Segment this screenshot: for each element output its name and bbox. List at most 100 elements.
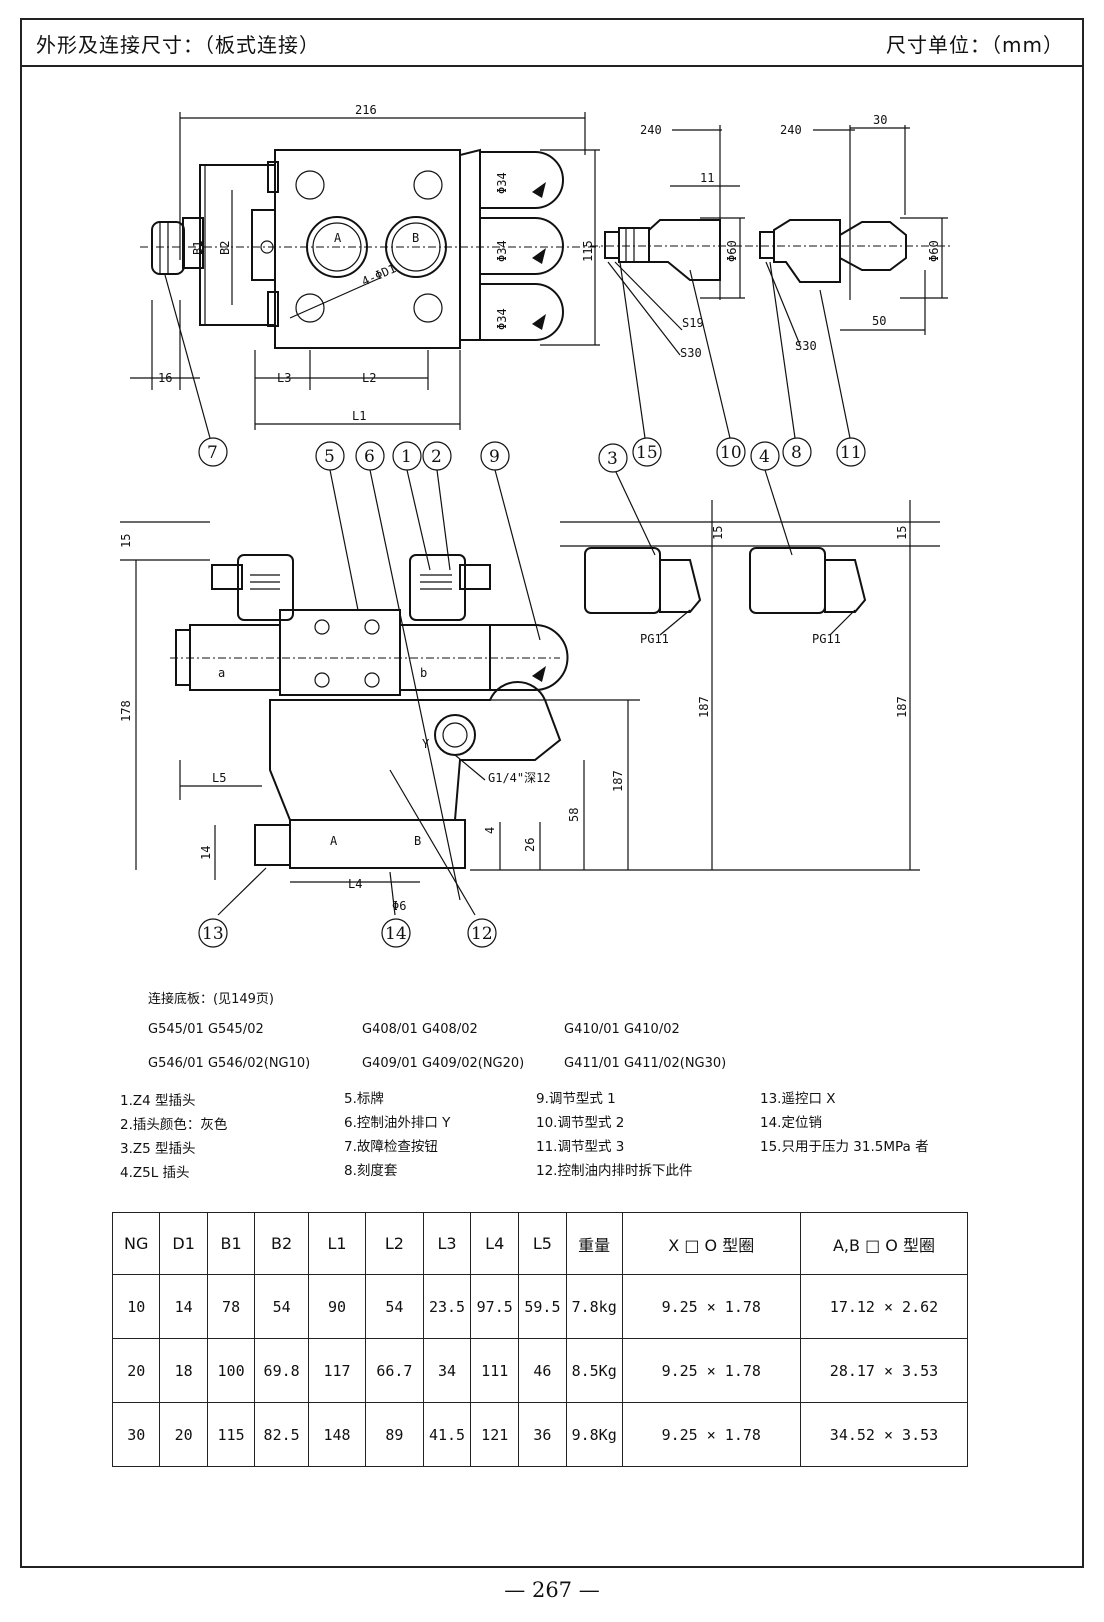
table-cell: 100 — [206, 1338, 256, 1403]
port-a-label: A — [334, 231, 342, 245]
dim-4: 4 — [483, 827, 497, 834]
dia34-3: Φ34 — [495, 308, 509, 330]
port-b-label: B — [412, 231, 419, 245]
dim-15b: 15 — [711, 526, 725, 540]
header-cell: L5 — [518, 1212, 567, 1275]
dim-50: 50 — [872, 314, 886, 328]
legend-item: 10.调节型式 2 — [536, 1115, 625, 1131]
legend-item: 9.调节型式 1 — [536, 1091, 616, 1107]
table-cell: 111 — [470, 1338, 520, 1403]
header-cell: NG — [111, 1212, 161, 1275]
balloon-5: 5 — [324, 447, 335, 467]
dia60b: Φ60 — [927, 240, 941, 262]
dim-16: 16 — [158, 371, 172, 385]
page-frame: 外形及连接尺寸：（板式连接） 尺寸单位：（mm） — [20, 18, 1084, 1568]
dim-15c: 15 — [895, 526, 909, 540]
dim-30: 30 — [873, 113, 887, 127]
dia34-1: Φ34 — [495, 172, 509, 194]
header-cell: D1 — [159, 1212, 208, 1275]
dia60a: Φ60 — [725, 240, 739, 262]
dim-240b: 240 — [780, 123, 802, 137]
table-header-row: NG D1 B1 B2 L1 L2 L3 L4 L5 重量 X □ O 型圈 A… — [111, 1212, 969, 1275]
dim-216: 216 — [355, 103, 377, 117]
dimension-table: NG D1 B1 B2 L1 L2 L3 L4 L5 重量 X □ O 型圈 A… — [111, 1212, 969, 1467]
dim-115: 115 — [581, 240, 595, 262]
dim-15a: 15 — [119, 534, 133, 548]
table-cell: 36 — [518, 1402, 567, 1467]
table-cell: 28.17 × 3.53 — [799, 1338, 969, 1403]
table-cell: 18 — [159, 1338, 208, 1403]
page-number: — 267 — — [504, 1578, 600, 1602]
subplate-r2c1: G546/01 G546/02(NG10) — [148, 1056, 311, 1071]
subplate-title: 连接底板：(见149页) — [148, 992, 274, 1007]
table-cell: 46 — [518, 1338, 567, 1403]
dim-l3: L3 — [277, 371, 291, 385]
balloon-7: 7 — [207, 443, 218, 463]
table-cell: 9.8Kg — [565, 1402, 623, 1467]
dim-240a: 240 — [640, 123, 662, 137]
table-row: 10 14 78 54 90 54 23.5 97.5 59.5 7.8kg 9… — [111, 1274, 969, 1339]
dim-187a: 187 — [611, 770, 625, 792]
unit-label: 尺寸单位：（mm） — [886, 33, 1064, 57]
adjust-views: 240 11 Φ60 S19 S30 240 30 Φ60 50 — [590, 113, 950, 439]
table-cell: 54 — [365, 1274, 424, 1339]
balloon-2: 2 — [431, 447, 442, 467]
table-row: 30 20 115 82.5 148 89 41.5 121 36 9.8Kg … — [111, 1402, 969, 1467]
legend-item: 5.标牌 — [344, 1091, 384, 1107]
dim-b2: B2 — [218, 241, 232, 255]
table-cell: 9.25 × 1.78 — [621, 1338, 801, 1403]
dim-l2: L2 — [362, 371, 376, 385]
balloon-12: 12 — [471, 924, 493, 944]
table-cell: 148 — [307, 1402, 367, 1467]
table-cell: 9.25 × 1.78 — [621, 1402, 801, 1467]
table-cell: 34.52 × 3.53 — [799, 1402, 969, 1467]
front-view: 15 178 a b Y G1/4"深12 — [119, 469, 940, 916]
legend-item: 7.故障检查按钮 — [344, 1139, 438, 1155]
balloon-1: 1 — [401, 447, 412, 467]
balloon-15: 15 — [636, 443, 658, 463]
balloon-11: 11 — [840, 443, 862, 463]
balloon-6: 6 — [364, 447, 375, 467]
table-cell: 82.5 — [254, 1402, 309, 1467]
balloon-4: 4 — [759, 447, 770, 467]
header-cell: L1 — [307, 1212, 367, 1275]
header-cell: B2 — [254, 1212, 309, 1275]
legend-item: 3.Z5 型插头 — [120, 1141, 196, 1157]
balloon-3: 3 — [607, 449, 618, 469]
legend-item: 12.控制油内排时拆下此件 — [536, 1163, 693, 1179]
balloon-10: 10 — [720, 443, 742, 463]
balloons: 7 15 10 8 11 5 6 1 2 9 3 4 13 14 12 — [198, 437, 866, 948]
sol-b: b — [420, 666, 427, 680]
dim-58: 58 — [567, 808, 581, 822]
table-cell: 59.5 — [518, 1274, 567, 1339]
table-cell: 90 — [307, 1274, 367, 1339]
dim-187c: 187 — [895, 696, 909, 718]
balloon-8: 8 — [791, 443, 802, 463]
dim-l4: L4 — [348, 877, 362, 891]
subplate-r1c3: G410/01 G410/02 — [564, 1022, 680, 1037]
legend-item: 4.Z5L 插头 — [120, 1165, 190, 1181]
pg11a: PG11 — [640, 632, 669, 646]
port-y: Y — [422, 737, 430, 751]
s19-label: S19 — [682, 316, 704, 330]
header-bar: 外形及连接尺寸：（板式连接） 尺寸单位：（mm） — [22, 20, 1082, 67]
table-cell: 20 — [159, 1402, 208, 1467]
legend-item: 15.只用于压力 31.5MPa 者 — [760, 1139, 929, 1155]
low-b: B — [414, 834, 421, 848]
balloon-9: 9 — [489, 447, 500, 467]
table-cell: 14 — [159, 1274, 208, 1339]
table-cell: 20 — [111, 1338, 161, 1403]
thread-label: G1/4"深12 — [488, 771, 551, 785]
table-cell: 9.25 × 1.78 — [621, 1274, 801, 1339]
dia6: Φ6 — [392, 899, 406, 913]
page-title: 外形及连接尺寸：（板式连接） — [36, 33, 320, 57]
header-cell: 重量 — [565, 1212, 623, 1275]
dim-178: 178 — [119, 700, 133, 722]
table-cell: 97.5 — [470, 1274, 520, 1339]
table-cell: 10 — [111, 1274, 161, 1339]
table-cell: 17.12 × 2.62 — [799, 1274, 969, 1339]
table-cell: 89 — [365, 1402, 424, 1467]
legend-item: 1.Z4 型插头 — [120, 1093, 196, 1109]
dim-11: 11 — [700, 171, 714, 185]
